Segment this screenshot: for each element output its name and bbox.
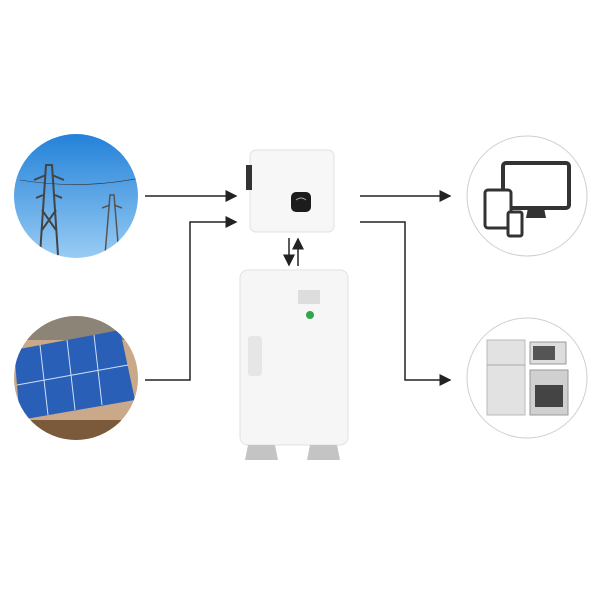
arrow-inverter-to-appliances xyxy=(360,221,452,386)
home-appliances-icon xyxy=(466,317,588,439)
power-grid-tower-icon xyxy=(14,134,138,258)
arrow-solar-to-inverter xyxy=(145,216,238,381)
solar-panel-icon xyxy=(14,316,138,440)
electronic-devices-icon xyxy=(466,135,588,257)
inverter-icon xyxy=(246,149,335,233)
flow-arrows xyxy=(145,190,452,386)
wall-battery-icon xyxy=(239,269,349,460)
